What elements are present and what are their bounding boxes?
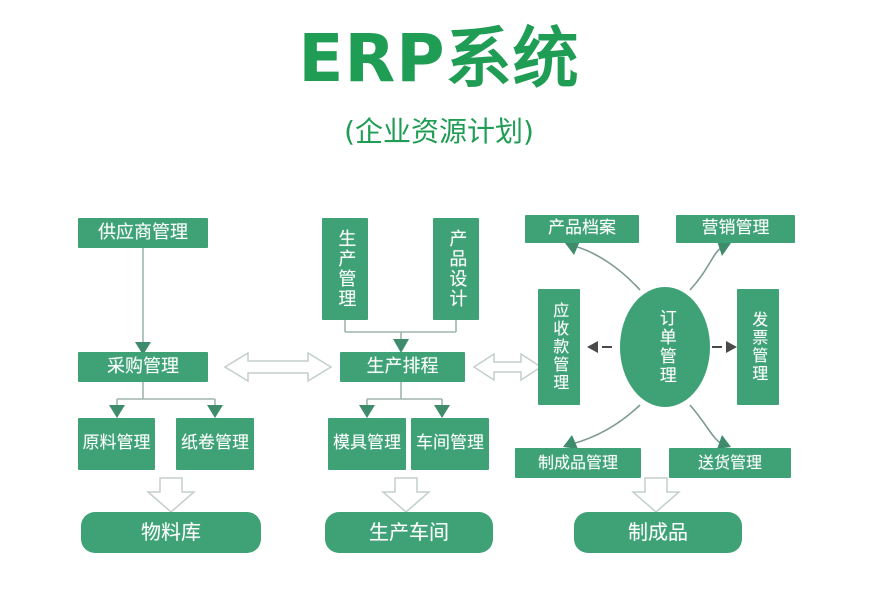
node-production-management[interactable]: 生产管理 — [322, 218, 368, 320]
node-production-workshop[interactable]: 生产车间 — [325, 512, 493, 553]
node-purchasing-management[interactable]: 采购管理 — [78, 352, 208, 382]
node-raw-material-management[interactable]: 原料管理 — [78, 418, 155, 470]
node-mold-management[interactable]: 模具管理 — [328, 418, 406, 470]
node-order-management[interactable]: 订单管理 — [620, 287, 710, 407]
page-title: ERP系统 — [298, 20, 580, 97]
node-supplier-management[interactable]: 供应商管理 — [78, 218, 208, 248]
node-finished-product-management[interactable]: 制成品管理 — [515, 448, 641, 478]
node-product-design[interactable]: 产品设计 — [433, 218, 479, 320]
node-paper-roll-management[interactable]: 纸卷管理 — [176, 418, 254, 470]
node-finished-goods[interactable]: 制成品 — [574, 512, 742, 553]
page-subtitle: (企业资源计划) — [344, 115, 534, 148]
node-workshop-management[interactable]: 车间管理 — [411, 418, 489, 470]
node-production-scheduling[interactable]: 生产排程 — [340, 352, 465, 382]
node-marketing-management[interactable]: 营销管理 — [676, 215, 795, 243]
node-invoice-management[interactable]: 发票管理 — [737, 289, 779, 405]
node-receivables-management[interactable]: 应收款管理 — [538, 289, 580, 405]
node-product-archive[interactable]: 产品档案 — [525, 215, 639, 243]
node-material-warehouse[interactable]: 物料库 — [81, 512, 261, 553]
node-delivery-management[interactable]: 送货管理 — [669, 448, 791, 478]
